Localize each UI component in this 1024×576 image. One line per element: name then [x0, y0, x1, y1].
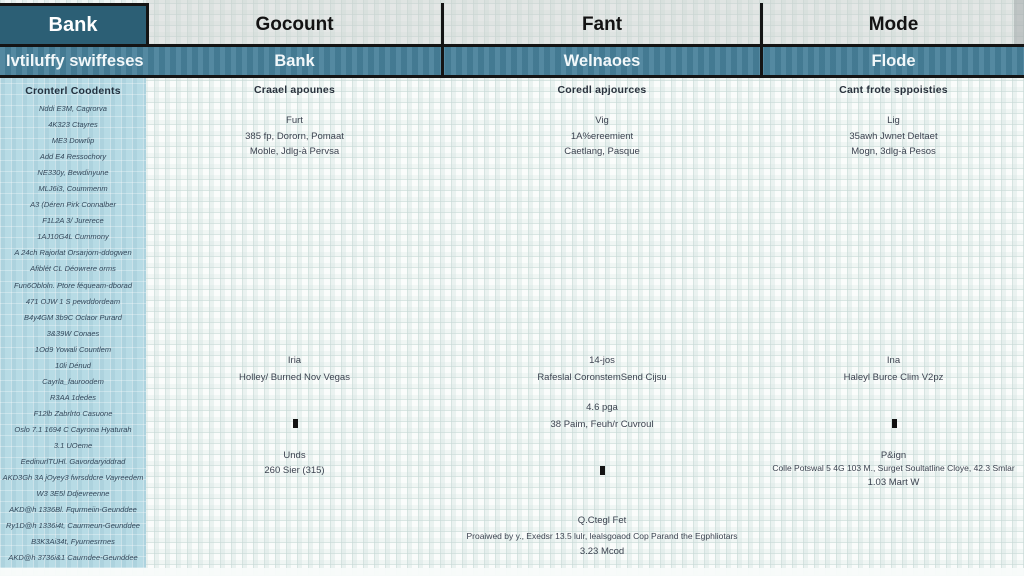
table-cell[interactable]: Holley/ Burned Nov Vegas: [239, 372, 350, 383]
sidebar-item[interactable]: W3 3E5l Ddjevreenne: [36, 489, 110, 499]
sidebar-item[interactable]: B4y4GM 3b9C Oclaor Purard: [24, 312, 122, 322]
sidebar-item[interactable]: EedinurlTUHl. Gavordaryiddrad: [20, 457, 126, 467]
sidebar-item[interactable]: Nddi E3M, Cagrorva: [39, 104, 107, 113]
column-header-bank[interactable]: Bank: [0, 6, 146, 44]
sidebar-item[interactable]: R3AA 1dedes: [49, 392, 96, 402]
row-header-cell[interactable]: Cant frote sppoisties: [839, 84, 948, 96]
sidebar-item[interactable]: F1L2A 3/ Jurerece: [42, 216, 104, 226]
column-header-mode[interactable]: Mode: [868, 14, 919, 35]
sidebar-item[interactable]: Cayrla_fauroodem: [42, 376, 104, 386]
table-cell[interactable]: 38 Paim, Feuh/r Cuvroul: [550, 419, 654, 430]
sidebar-item[interactable]: 1AJ10G4L Cummony: [37, 232, 109, 242]
black-marker: [600, 466, 605, 475]
sidebar-item[interactable]: A3 (Déren Pirk Connalber: [30, 200, 116, 210]
column-separator-3: [760, 3, 763, 78]
table-cell[interactable]: Moble, Jdlg-à Pervsa: [249, 146, 340, 157]
sidebar-item[interactable]: AKD@h 1336Bl. Fqurmeiin-Geunddee: [9, 505, 137, 515]
sidebar-item[interactable]: NE330y, Bewdinyune: [37, 168, 109, 178]
table-cell[interactable]: Vig: [595, 115, 609, 126]
sidebar: Cronterl Coodents Nddi E3M, Cagrorva 4K32…: [0, 78, 146, 568]
subheader-welnaoes[interactable]: Welnaoes: [563, 52, 641, 70]
sidebar-item[interactable]: Fun6Obloln. Ptore féqueam-dborad: [14, 280, 132, 290]
table-cell[interactable]: Unds: [283, 450, 306, 461]
sidebar-item[interactable]: B3K3Ai34t, Fyurnesrrnes: [31, 537, 115, 547]
sidebar-item[interactable]: 3&39W Conaes: [46, 328, 100, 338]
table-cell[interactable]: 35awh Jwnet Deltaet: [849, 131, 938, 142]
column-separator-2: [441, 3, 444, 78]
row-header-cell[interactable]: Coredl apjources: [557, 84, 647, 96]
subheader-flode[interactable]: Flode: [871, 52, 916, 70]
table-cell[interactable]: Haleyl Burce Clim V2pz: [843, 372, 944, 383]
table-cell[interactable]: 4.6 pga: [586, 402, 618, 413]
sidebar-item[interactable]: MLJ6i3, Coummenm: [38, 184, 108, 194]
sidebar-item[interactable]: AKD@h 3736i&1 Caurndee-Geunddee: [8, 553, 138, 563]
sidebar-item[interactable]: AKD3Gh 3A jOyey3 fwrsddcre Vayreedem: [2, 473, 144, 483]
table-cell[interactable]: P&ign: [880, 450, 907, 461]
sidebar-item[interactable]: 10li Dénud: [55, 360, 91, 370]
sidebar-item[interactable]: 1Od9 Yowali Countlem: [34, 344, 112, 354]
subheader-ivtiluffy[interactable]: Ivtiluffy swiffeses: [6, 52, 144, 70]
column-header-fant[interactable]: Fant: [581, 14, 623, 35]
table-cell[interactable]: Q.Ctegl Fet: [577, 515, 627, 526]
table-cell[interactable]: Caetlang, Pasque: [564, 146, 640, 157]
table-cell[interactable]: Furt: [286, 115, 303, 126]
column-header-gocount[interactable]: Gocount: [255, 14, 334, 35]
table-cell[interactable]: Ina: [886, 355, 901, 366]
sidebar-item[interactable]: ME3 Dowrlip: [51, 136, 95, 146]
rule-under-row1: [0, 44, 1024, 47]
table-cell[interactable]: Proaiwed by y., Exedsr 13.5 lulr, lealsg…: [466, 531, 738, 541]
rule-under-row2: [0, 75, 1024, 78]
table-cell[interactable]: Lig: [887, 115, 900, 126]
subheader-band: [0, 47, 1024, 75]
table-cell[interactable]: 1.03 Mart W: [867, 477, 920, 488]
bottom-edge-strip: [0, 568, 1024, 576]
subheader-bank[interactable]: Bank: [274, 52, 315, 70]
header-row-background: [146, 0, 1024, 44]
sidebar-item[interactable]: 4K323 Ctayres: [48, 120, 98, 130]
rule-top: [0, 3, 149, 6]
table-cell[interactable]: 260 Sier (315): [264, 465, 325, 476]
sidebar-item[interactable]: 3.1 UOeme: [53, 440, 93, 450]
table-cell[interactable]: 3.23 Mcod: [579, 546, 625, 557]
black-marker: [891, 419, 897, 428]
sidebar-item[interactable]: F12lb Zabrlrto Casuone: [33, 408, 113, 418]
sidebar-item[interactable]: Oslo 7.1 1694 C Cayrona Hyaturah: [14, 424, 132, 434]
sidebar-item[interactable]: 471 OJW 1 S pewddordeam: [25, 296, 121, 306]
right-edge-strip: [1014, 0, 1024, 75]
sidebar-item[interactable]: Ry1D@h 1336i4t, Caurmeun-Geunddee: [6, 521, 140, 531]
column-separator-1: [146, 3, 149, 47]
table-cell[interactable]: Colle Potswal 5 4G 103 M., Surget Soulta…: [772, 463, 1015, 473]
row-header-cell[interactable]: Craael apounes: [254, 84, 335, 96]
sidebar-item[interactable]: A 24ch Rajorlat Orsarjorn-ddogwen: [14, 248, 132, 258]
table-cell[interactable]: Rafeslal CoronstemSend Cijsu: [537, 372, 667, 383]
table-cell[interactable]: 385 fp, Dororn, Pomaat: [245, 131, 344, 142]
sidebar-item[interactable]: Afiblét CL Déowrere orms: [30, 264, 116, 274]
sidebar-item[interactable]: Add E4 Ressochory: [39, 152, 107, 162]
table-cell[interactable]: 1A%ereemient: [570, 131, 634, 142]
black-marker: [292, 419, 298, 428]
table-cell[interactable]: 14-jos: [589, 355, 615, 366]
sidebar-title[interactable]: Cronterl Coodents: [25, 85, 121, 97]
table-cell[interactable]: Iria: [287, 355, 302, 366]
table-cell[interactable]: Mogn, 3dlg-à Pesos: [851, 146, 936, 157]
